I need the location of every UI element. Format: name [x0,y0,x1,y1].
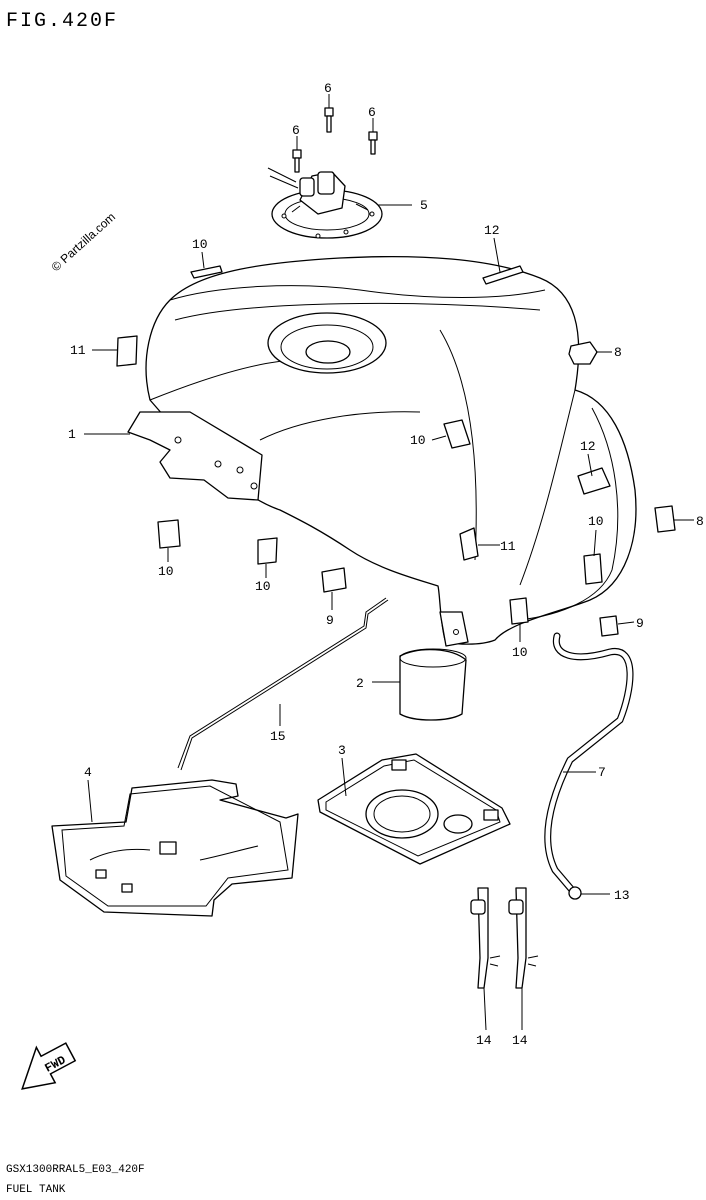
pad-12-top [482,265,524,285]
cushion-8-lower [654,505,676,533]
callout-10-top: 10 [192,237,208,252]
bolt-6-left [292,149,302,173]
forward-arrow-icon: FWD [21,1042,77,1090]
pad-10-left-b [257,537,278,565]
callout-1: 1 [68,427,76,442]
pad-10-rear [509,597,529,625]
pad-12-right [577,467,611,495]
pad-10-top [190,265,223,279]
callout-12-top: 12 [484,223,500,238]
cushion-9-left [321,567,347,593]
bolt-6-center [324,107,334,133]
callout-9-left: 9 [326,613,334,628]
callout-15: 15 [270,729,286,744]
cushion-8-upper [568,341,598,365]
callout-4: 4 [84,765,92,780]
callout-13: 13 [614,888,630,903]
fuel-tank [127,255,637,647]
callout-2: 2 [356,676,364,691]
callout-14-left: 14 [476,1033,492,1048]
rod-15 [177,597,389,771]
pad-10-mid [443,419,471,449]
heat-shield-4 [51,779,299,917]
callout-8-lower: 8 [696,514,704,529]
callout-10-left-a: 10 [158,564,174,579]
fuel-pump-plate [267,167,383,239]
footer-caption: FUEL TANK [6,1184,66,1196]
clip-13 [568,886,582,900]
watermark: © Partzilla.com [49,210,118,275]
bolt-6-right [368,131,378,155]
band-2 [399,648,467,721]
cushion-9-right [599,615,619,637]
callout-6-center: 6 [324,81,332,96]
pad-11-left [116,335,138,367]
callout-8-upper: 8 [614,345,622,360]
gasket-plate-3 [317,753,511,865]
callout-6-left: 6 [292,123,300,138]
callout-12-right: 12 [580,439,596,454]
pad-10-left-a [157,519,181,549]
callout-leaders [84,94,694,1031]
hose-7 [544,632,634,894]
clamp-14-left [470,887,501,989]
callout-9-right: 9 [636,616,644,631]
clamp-14-right [508,887,539,989]
callout-11-left: 11 [70,343,86,358]
footer-code: GSX1300RRAL5_E03_420F [6,1164,145,1176]
callout-3: 3 [338,743,346,758]
callout-14-right: 14 [512,1033,528,1048]
callout-10-right: 10 [588,514,604,529]
callout-7: 7 [598,765,606,780]
callout-10-left-b: 10 [255,579,271,594]
callout-11-right: 11 [500,539,516,554]
pad-10-right [583,553,603,585]
callout-5: 5 [420,198,428,213]
callout-10-mid: 10 [410,433,426,448]
callout-6-right: 6 [368,105,376,120]
pad-11-right [459,527,479,561]
figure-title: FIG.420F [6,10,118,33]
callout-10-rear: 10 [512,645,528,660]
